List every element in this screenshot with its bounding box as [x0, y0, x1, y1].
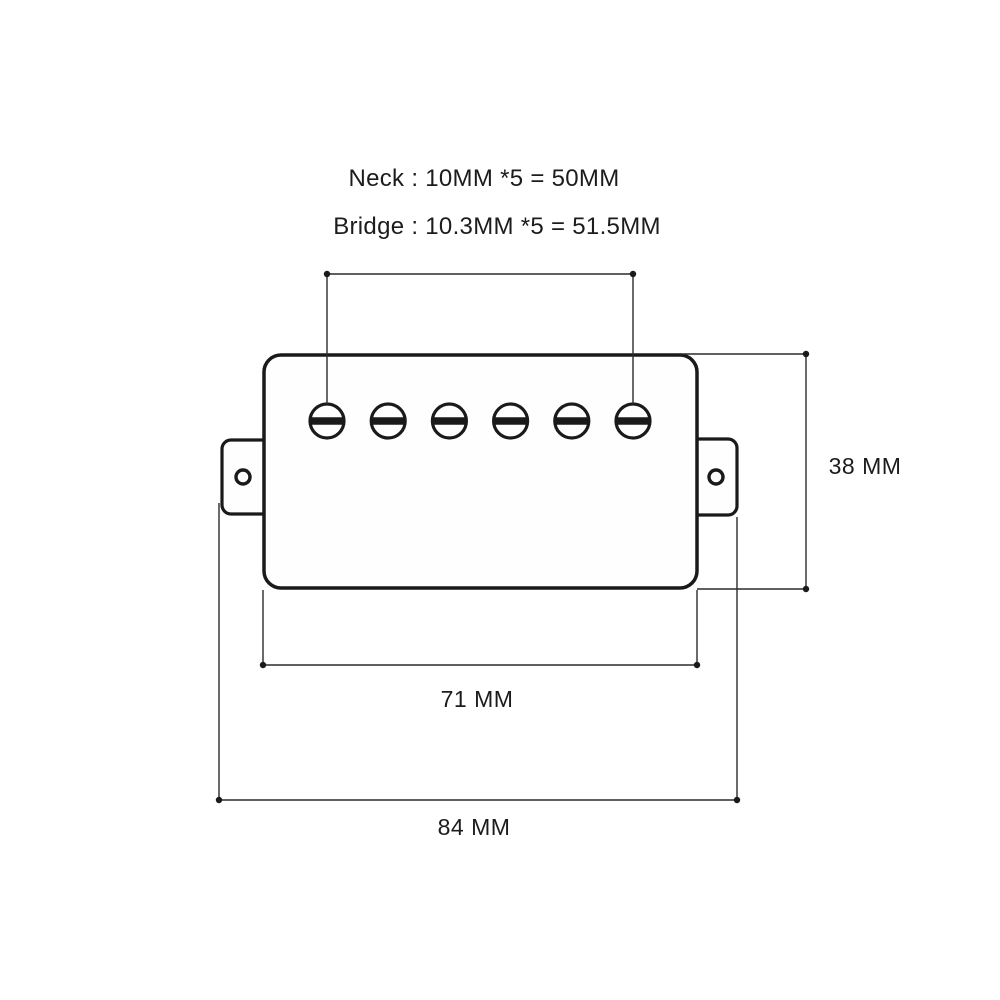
dim-endpoint-dot — [802, 350, 810, 358]
pole-piece-4 — [492, 402, 530, 440]
pole-piece-3 — [430, 402, 468, 440]
dim-pole-spacing — [323, 270, 637, 404]
pole-piece-1 — [308, 402, 346, 440]
ear-screw-hole-right — [707, 468, 725, 486]
dim-body-width-label: 71 MM — [441, 686, 514, 712]
dim-body-width — [259, 590, 701, 669]
dim-endpoint-dot — [693, 661, 701, 669]
pole-piece-6 — [614, 402, 652, 440]
dim-overall-width-label: 84 MM — [438, 814, 511, 840]
ear-screw-hole-left — [234, 468, 252, 486]
pole-piece-2 — [369, 402, 407, 440]
dim-endpoint-dot — [215, 796, 223, 804]
neck-spec-label: Neck : 10MM *5 = 50MM — [348, 165, 619, 192]
dim-endpoint-dot — [629, 270, 637, 278]
pickup-body — [262, 353, 699, 590]
dim-endpoint-dot — [802, 585, 810, 593]
dim-endpoint-dot — [259, 661, 267, 669]
dim-overall-width — [215, 503, 741, 804]
pole-piece-5 — [553, 402, 591, 440]
dim-endpoint-dot — [323, 270, 331, 278]
dim-endpoint-dot — [733, 796, 741, 804]
dim-height — [679, 350, 810, 593]
bridge-spec-label: Bridge : 10.3MM *5 = 51.5MM — [333, 213, 661, 240]
dim-height-label: 38 MM — [829, 453, 902, 479]
